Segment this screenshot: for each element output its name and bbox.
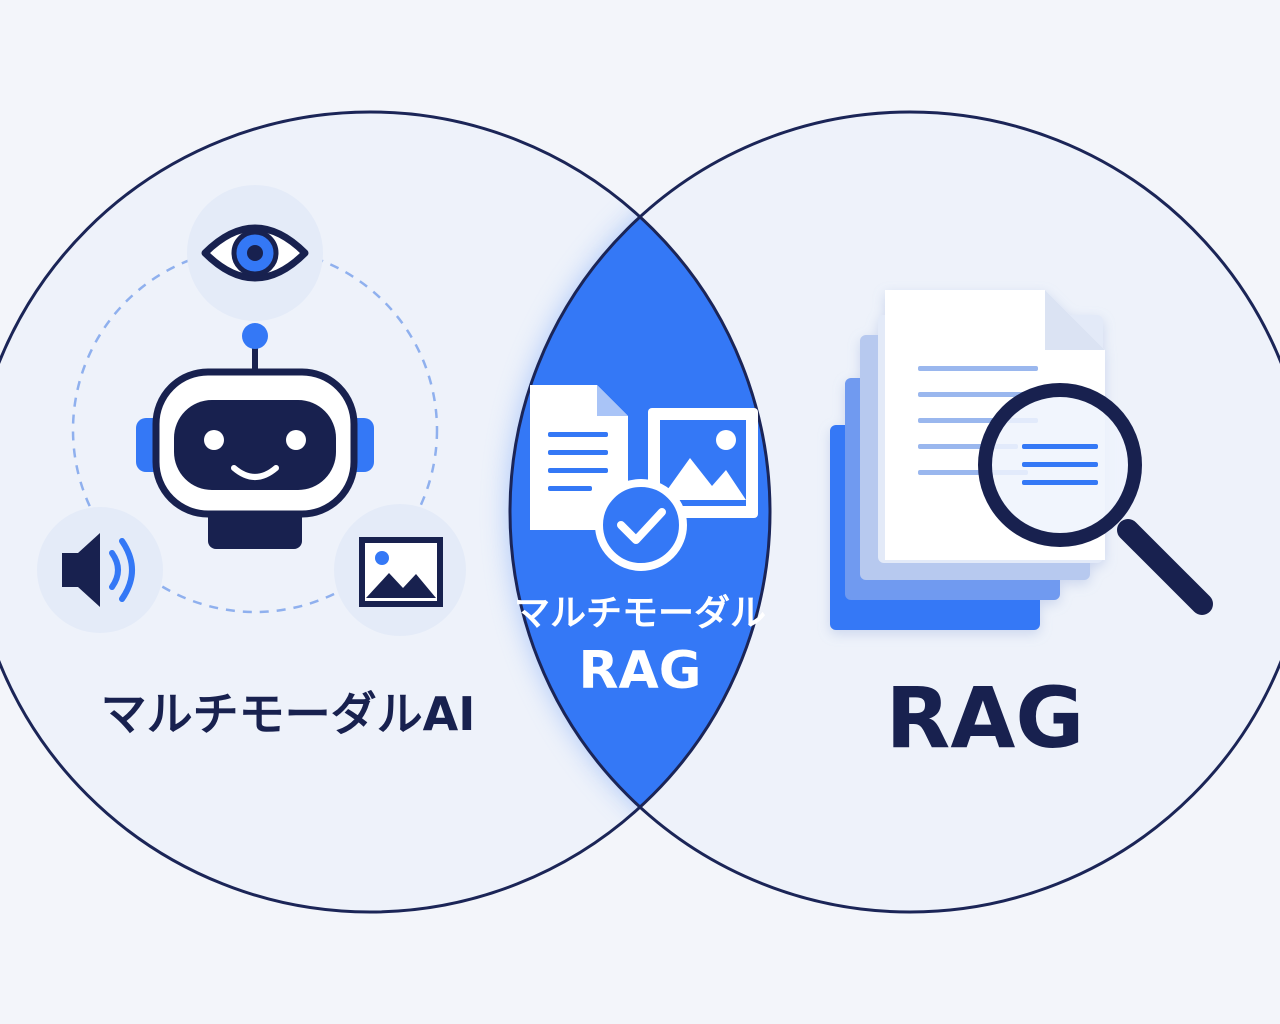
image-card-icon xyxy=(648,408,758,518)
right-circle-outline xyxy=(508,110,1280,914)
right-circle-label: RAG xyxy=(886,669,1085,767)
left-circle-label: マルチモーダルAI xyxy=(101,687,476,741)
intersection-fill xyxy=(510,112,770,912)
speaker-icon xyxy=(37,507,163,633)
robot-icon xyxy=(136,323,374,549)
intersection-label-line1: マルチモーダル xyxy=(514,593,766,634)
check-icon xyxy=(595,479,687,571)
magnifier-icon xyxy=(978,383,1213,615)
left-circle-outline xyxy=(0,110,772,914)
document-icon xyxy=(530,385,628,530)
intersection-label-line2: RAG xyxy=(579,641,702,701)
image-icon xyxy=(334,504,466,636)
eye-icon xyxy=(187,185,323,321)
